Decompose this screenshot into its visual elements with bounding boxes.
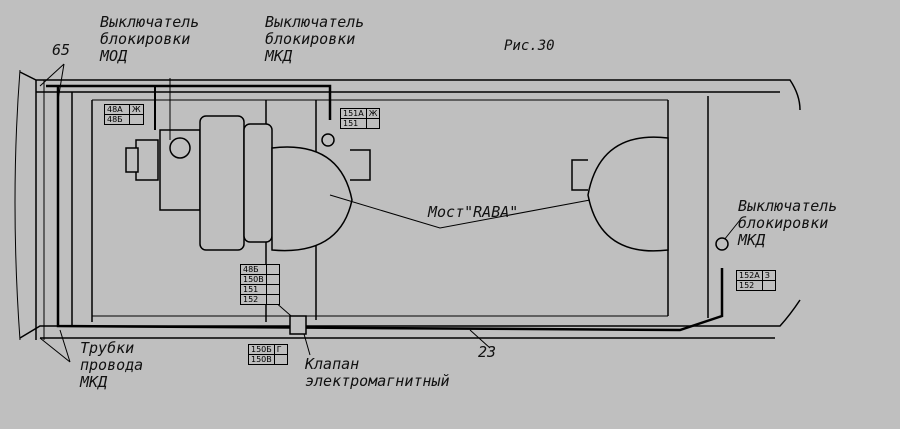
wire-table-row: 151 bbox=[340, 118, 381, 129]
frame-rail-top bbox=[19, 71, 801, 111]
wire-id: 151А bbox=[340, 108, 367, 119]
drive-flange-right bbox=[571, 159, 588, 191]
wire-color bbox=[265, 264, 280, 275]
ref-23: 23 bbox=[478, 343, 497, 361]
ref-65: 65 bbox=[52, 41, 71, 59]
wire-color bbox=[265, 284, 280, 295]
figure-title: Рис.30 bbox=[504, 38, 555, 54]
label-tubes-line-2: провода bbox=[80, 356, 144, 374]
label-switch-mod: Выключатель блокировки МОД bbox=[100, 14, 199, 65]
wire-color: Ж bbox=[365, 108, 381, 119]
wire-color bbox=[761, 280, 776, 291]
wire-id: 150Б bbox=[248, 344, 275, 355]
wire-id: 150В bbox=[248, 354, 275, 365]
label-valve-line-2: электромагнитный bbox=[305, 372, 450, 390]
wire-id: 48А bbox=[104, 104, 130, 115]
switch-mkd-right-body bbox=[715, 237, 729, 251]
wire-color: З bbox=[761, 270, 776, 281]
wire-id: 48Б bbox=[104, 114, 130, 125]
crossmember-left bbox=[71, 92, 93, 326]
valve-body bbox=[289, 315, 307, 335]
label-axle: Мост"RABA" bbox=[428, 203, 519, 221]
label-valve: Клапан электромагнитный bbox=[305, 356, 450, 390]
wire-id: 48Б bbox=[240, 264, 267, 275]
wire-id: 152 bbox=[240, 294, 267, 305]
label-switch-mod-line-2: блокировки bbox=[100, 30, 191, 48]
label-tubes-line-3: МКД bbox=[80, 373, 108, 391]
wire-id: 151 bbox=[240, 284, 267, 295]
drive-flange bbox=[135, 139, 159, 181]
wire-id: 152А bbox=[736, 270, 763, 281]
wire-table-row: 152 bbox=[736, 280, 776, 291]
harness-left bbox=[56, 86, 724, 332]
axle-shaft-left bbox=[350, 149, 371, 181]
leader-23 bbox=[469, 329, 491, 349]
switch-mod-body bbox=[169, 137, 191, 159]
wire-color: Ж bbox=[129, 104, 144, 115]
label-switch-mkd-top-line-1: Выключатель bbox=[265, 13, 365, 31]
wire-table-row: 48Б bbox=[240, 264, 280, 275]
label-tubes-line-1: Трубки bbox=[80, 339, 135, 357]
label-switch-mkd-top-line-2: блокировки bbox=[265, 30, 356, 48]
leader-axle bbox=[329, 194, 591, 229]
wire-color bbox=[273, 354, 288, 365]
wire-id: 150В bbox=[240, 274, 267, 285]
wire-color bbox=[365, 118, 381, 129]
wire-color: Г bbox=[273, 344, 288, 355]
label-switch-mkd-right-line-3: МКД bbox=[738, 231, 766, 249]
wire-table-row: 152 bbox=[240, 294, 280, 305]
hub-drum-2 bbox=[243, 123, 273, 243]
label-switch-mkd-top-line-3: МКД bbox=[265, 47, 293, 65]
wire-table-row: 150В bbox=[240, 274, 280, 285]
leader-mkd-right bbox=[723, 219, 741, 241]
frame-rail-bottom bbox=[19, 299, 801, 339]
wire-id: 152 bbox=[736, 280, 763, 291]
wire-table-valve-group: 48Б 150В 151 152 bbox=[240, 264, 280, 305]
wire-table-row: 150В bbox=[248, 354, 288, 365]
label-tubes: Трубки провода МКД bbox=[80, 340, 143, 391]
crossmember-right bbox=[667, 96, 709, 318]
drive-flange-2 bbox=[125, 147, 139, 173]
switch-mkd-top-body bbox=[321, 133, 335, 147]
label-switch-mod-line-1: Выключатель bbox=[100, 13, 200, 31]
label-valve-line-1: Клапан bbox=[305, 355, 360, 373]
label-switch-mkd-right: Выключатель блокировки МКД bbox=[738, 198, 837, 249]
leader-tubes bbox=[39, 329, 71, 363]
hub-drum bbox=[199, 115, 245, 251]
wire-color bbox=[265, 274, 280, 285]
differential-dome bbox=[271, 146, 353, 252]
wire-table-row: 48Б bbox=[104, 114, 144, 125]
differential-dome-right bbox=[587, 136, 669, 252]
wire-id: 151 bbox=[340, 118, 367, 129]
label-switch-mod-line-3: МОД bbox=[100, 47, 128, 65]
wire-color bbox=[265, 294, 280, 305]
label-switch-mkd-right-line-1: Выключатель bbox=[738, 197, 838, 215]
label-switch-mkd-top: Выключатель блокировки МКД bbox=[265, 14, 364, 65]
wire-table-row: 151 bbox=[240, 284, 280, 295]
leader-65 bbox=[39, 63, 65, 101]
harness-top bbox=[46, 84, 332, 120]
label-switch-mkd-right-line-2: блокировки bbox=[738, 214, 829, 232]
frame-end-left bbox=[14, 69, 21, 341]
wire-color bbox=[129, 114, 144, 125]
